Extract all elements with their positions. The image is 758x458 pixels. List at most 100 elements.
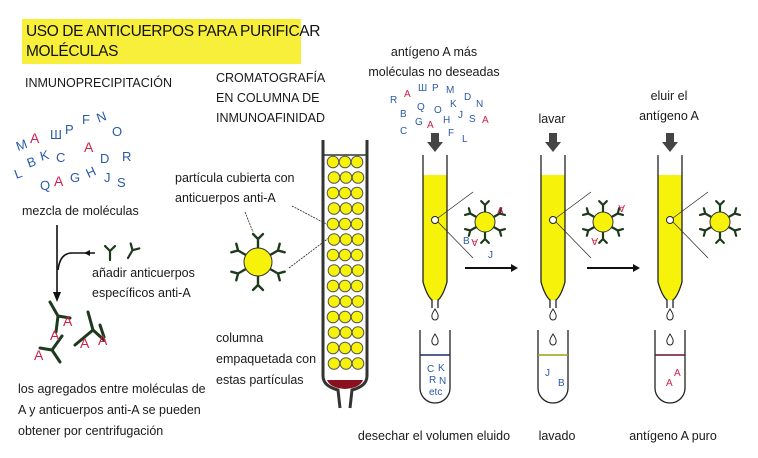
molecule-letter: L (462, 134, 468, 145)
column-fill (658, 175, 682, 300)
bead-icon (350, 186, 364, 200)
tube-molecule: etc (429, 387, 442, 398)
step1-label-1: antígeno A más (391, 45, 477, 59)
zoom-lines (555, 191, 592, 259)
chromatography-heading-2: EN COLUMNA DE (216, 91, 320, 105)
tube-molecule: C (427, 364, 434, 375)
antibody-shape (715, 230, 725, 244)
aggregate-letter: A (50, 327, 60, 343)
antibody-shape (581, 207, 596, 219)
antibody-shape (463, 207, 478, 219)
immunoprecipitation-heading: INMUNOPRECIPITACIÓN (25, 75, 172, 90)
bead-icon (326, 341, 340, 355)
bead-icon (474, 211, 496, 233)
molecule-letter: F (448, 128, 454, 139)
molecule-mixture: M A Ш P F N O L B K C A D R Q A G H J S (12, 108, 131, 193)
bead-icon (350, 310, 364, 324)
title-line-2: MOLÉCULAS (26, 43, 118, 60)
molecule-letter: M (446, 85, 454, 96)
bead-icon (326, 279, 340, 293)
bead-icon (339, 233, 353, 246)
bead-icon (339, 295, 353, 308)
molecule-letter: P (65, 122, 74, 137)
tube-molecule: K (438, 363, 445, 374)
antibody-shape (698, 207, 713, 219)
molecule-letter: N (94, 108, 108, 125)
arrow-head (53, 292, 61, 302)
step-3 (654, 133, 742, 404)
bead-icon (350, 279, 364, 293)
molecule-letter: Q (417, 102, 425, 113)
coated-particle-icon (581, 200, 625, 244)
molecule-letter-target: A (54, 173, 64, 189)
coated-particle-icon (230, 232, 286, 292)
column-label-1: columna (216, 331, 263, 345)
molecule-letter-target: A (84, 139, 94, 155)
collection-tube (537, 330, 569, 404)
bead-icon (350, 155, 364, 169)
bead-icon (709, 211, 731, 233)
molecule-letter: H (443, 115, 450, 126)
molecule-letter: G (415, 117, 423, 128)
aggregate-letter: A (63, 313, 73, 329)
antibody-shape (581, 225, 596, 237)
coated-particle-icon (698, 200, 742, 244)
molecule-letter: F (82, 112, 90, 127)
tube-molecule: N (439, 376, 446, 387)
molecule-letter: L (12, 165, 24, 182)
antibody-shape (492, 225, 507, 237)
molecule-letter-target: A (427, 120, 434, 131)
antibody-icon (492, 207, 507, 219)
antibody-icon (715, 200, 725, 214)
molecule-letter: H (83, 163, 98, 181)
antibody-icon (268, 242, 286, 257)
antibody-icon (581, 207, 596, 219)
column-label-3: estas partículas (216, 373, 304, 387)
molecule-letter: G (70, 170, 80, 185)
bead-icon (327, 326, 341, 339)
bead-icon (351, 264, 365, 277)
antibody-shape (251, 274, 265, 292)
bead-icon (350, 341, 364, 355)
bead-icon (327, 171, 341, 184)
bead-icon (339, 264, 353, 277)
bead-icon (327, 295, 341, 308)
antibody-shape (598, 200, 608, 214)
bead-icon (338, 248, 352, 262)
antibody-icon (581, 225, 596, 237)
molecule-letter: J (458, 110, 463, 121)
zoom-lines (672, 191, 709, 259)
aggregate-letter: A (80, 335, 90, 351)
chromatography-heading-3: INMUNOAFINIDAD (216, 111, 325, 125)
input-molecules: R A Ш P M D N B Q O K G A H J S A C F L (390, 83, 489, 145)
antibody-icon (103, 244, 117, 262)
antibody-shape (251, 232, 265, 250)
molecule-letter: P (432, 83, 439, 94)
down-arrow-icon (662, 133, 678, 152)
free-antibodies (103, 242, 141, 262)
antibody-icon (492, 225, 507, 237)
step2-label: lavar (538, 112, 565, 126)
bound-antigen: A (618, 202, 625, 213)
tube-molecule: B (558, 378, 565, 389)
bead-icon (338, 186, 352, 200)
column-outline (422, 155, 448, 308)
antibody-shape (727, 207, 742, 219)
antibody-shape (268, 242, 286, 257)
step3-label-2: antígeno A (639, 109, 699, 123)
bead-icon (327, 357, 341, 370)
molecule-letter: K (450, 99, 457, 110)
tube-antigen: A (666, 378, 673, 389)
bead-icon (326, 155, 340, 169)
molecule-letter: O (112, 124, 122, 139)
antibody-shape (126, 242, 141, 260)
antibody-icon (480, 230, 490, 244)
antibody-icon (126, 242, 141, 260)
step3-result: antígeno A puro (629, 429, 717, 443)
bound-antigen: A (591, 235, 598, 246)
bead-icon (338, 341, 352, 355)
bead-icon (350, 217, 364, 231)
molecule-letter: B (25, 153, 38, 170)
coated-particle-icon (463, 200, 507, 244)
molecule-letter: Ш (50, 127, 62, 142)
